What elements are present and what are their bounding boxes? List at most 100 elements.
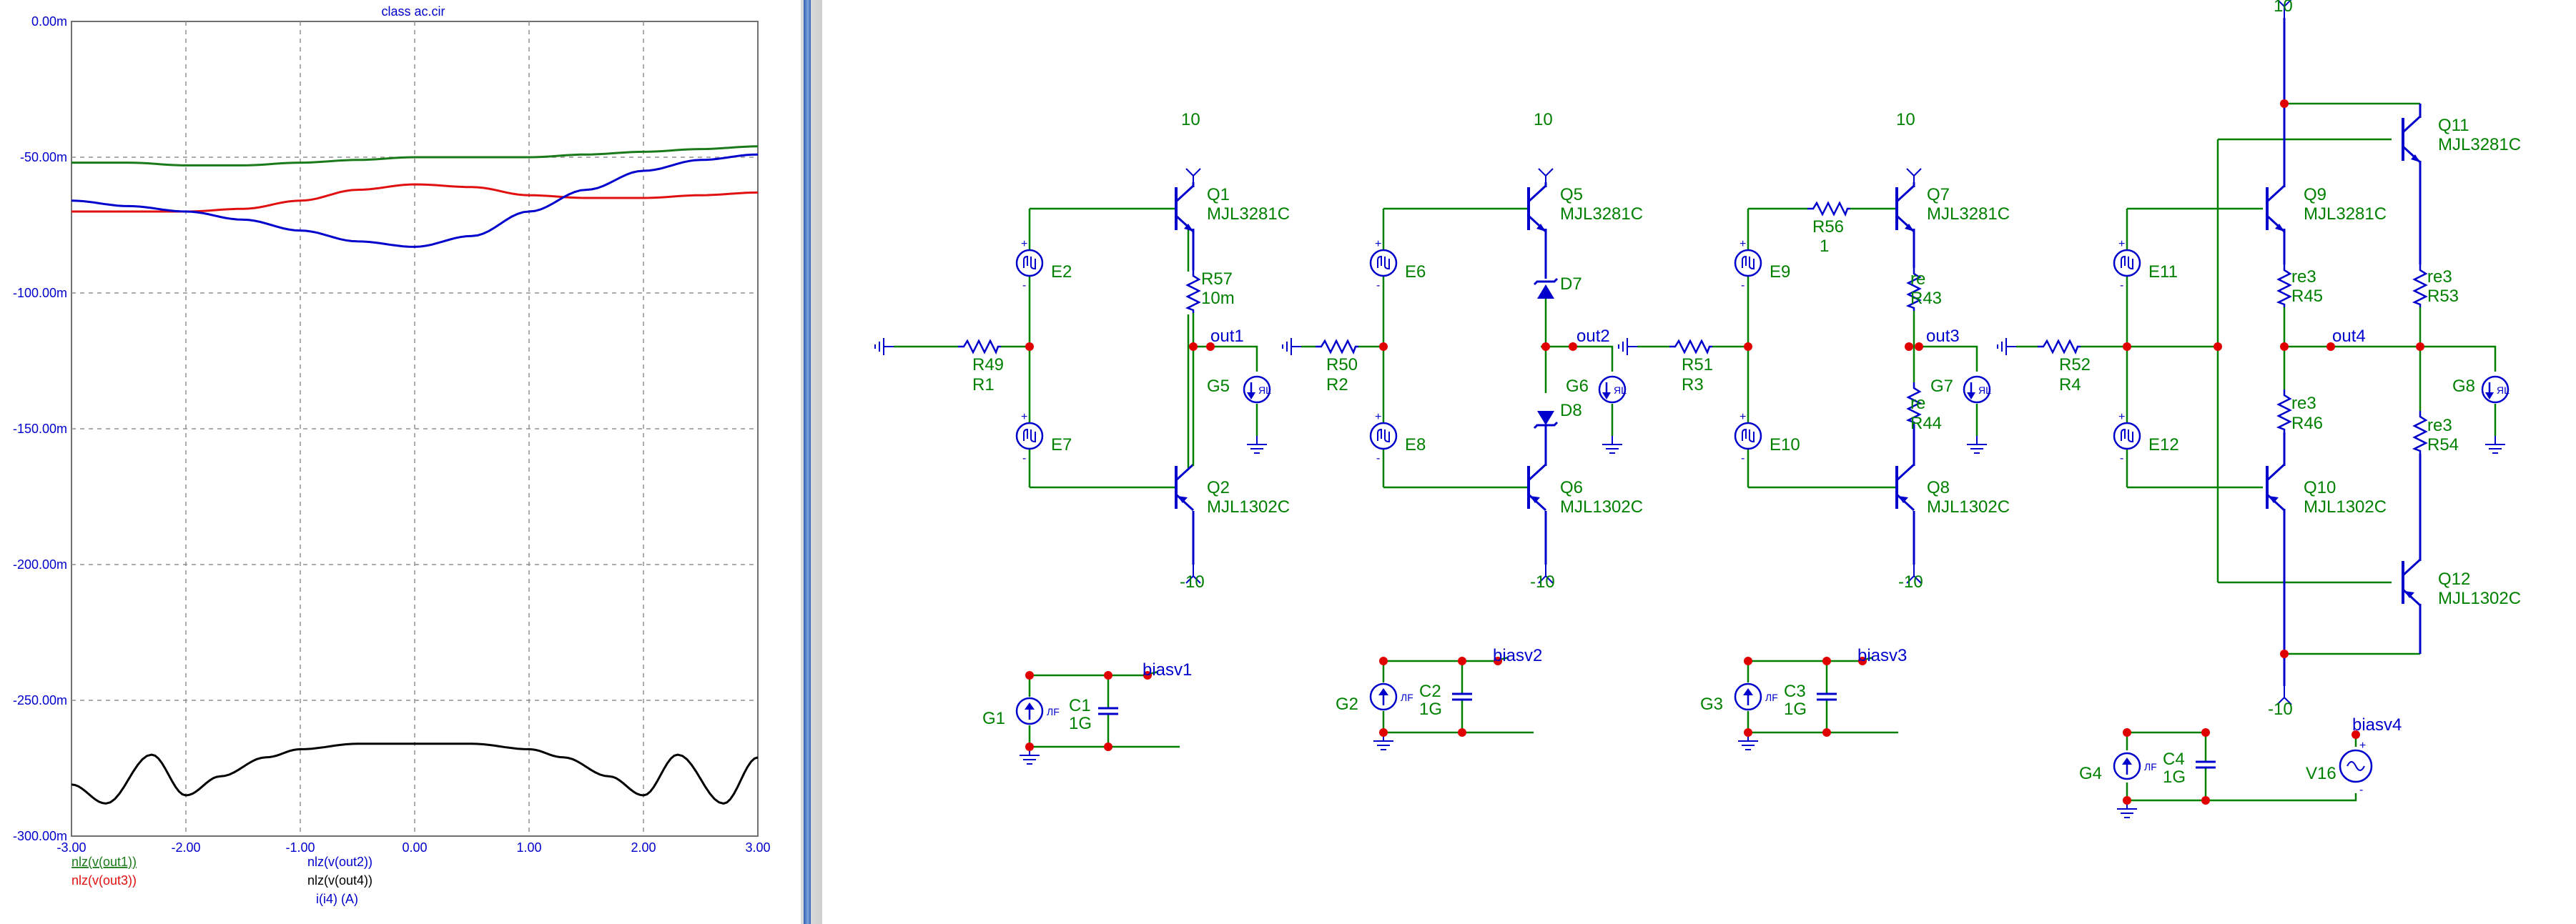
g8-source[interactable] — [2481, 375, 2511, 404]
r53-resistor[interactable] — [2413, 263, 2427, 309]
biasv1-label: biasv1 — [1143, 660, 1192, 680]
g2-source[interactable] — [1369, 682, 1414, 711]
c1-label: C1 — [1069, 696, 1091, 715]
vcc-rail-icon — [1185, 168, 1201, 188]
q1-transistor[interactable] — [1175, 184, 1195, 233]
r56-value: 1 — [1820, 237, 1829, 256]
r49-resistor[interactable] — [957, 339, 1002, 354]
g5-source[interactable] — [1243, 375, 1273, 404]
c4-label: C4 — [2163, 750, 2185, 769]
q9-transistor[interactable] — [2266, 184, 2286, 233]
r2-label: R2 — [1326, 375, 1348, 394]
r46-re-label: re3 — [2291, 394, 2316, 413]
r45-label: R45 — [2291, 287, 2323, 306]
c2-value: 1G — [1419, 700, 1442, 719]
v16-label: V16 — [2306, 764, 2336, 783]
r46-resistor[interactable] — [2277, 388, 2291, 434]
r52-resistor[interactable] — [2036, 339, 2082, 354]
r3-label: R3 — [1682, 375, 1704, 394]
q12-label: Q12 — [2438, 570, 2470, 589]
c1-capacitor[interactable] — [1097, 707, 1120, 715]
c2-capacitor[interactable] — [1451, 692, 1474, 701]
pane-splitter[interactable] — [801, 0, 822, 924]
g6-source[interactable] — [1598, 375, 1628, 404]
q8-transistor[interactable] — [1895, 463, 1915, 512]
grid-lines — [71, 21, 758, 836]
y-tick-label: 0.00m — [31, 14, 67, 29]
ground-icon — [1246, 435, 1268, 454]
legend: nlz(v(out1)) nlz(v(out3)) nlz(v(out2)) n… — [71, 855, 372, 906]
ground-icon — [2484, 435, 2506, 454]
r57-label: R57 — [1201, 269, 1233, 289]
schematic-pane[interactable]: + - ЯL ЛF — [822, 0, 2576, 924]
d8-diode[interactable] — [1533, 411, 1559, 466]
r1-label: R1 — [972, 375, 995, 394]
r56-resistor[interactable] — [1806, 202, 1852, 216]
r54-resistor[interactable] — [2413, 409, 2427, 455]
q2-model: MJL1302C — [1207, 497, 1290, 517]
q7-transistor[interactable] — [1895, 184, 1915, 233]
e12-label: E12 — [2148, 435, 2179, 454]
svg-text:+: + — [2359, 740, 2366, 752]
stage-3-wires — [1637, 207, 1978, 489]
q1-label: Q1 — [1207, 185, 1230, 204]
stage-1-wires — [894, 207, 1258, 489]
q9-rail-label: 10 — [2274, 0, 2293, 16]
r45-resistor[interactable] — [2277, 263, 2291, 309]
x-tick-label: -1.00 — [285, 840, 315, 855]
r45-re-label: re3 — [2291, 267, 2316, 287]
r51-resistor[interactable] — [1668, 339, 1714, 354]
g4-source[interactable] — [2113, 752, 2158, 780]
q10-transistor[interactable] — [2266, 463, 2286, 512]
q2-rail-label: -10 — [1180, 572, 1205, 592]
series-line-2 — [71, 153, 759, 248]
v16-source[interactable]: + - — [2339, 740, 2373, 796]
d7-label: D7 — [1560, 274, 1582, 294]
stage-4: 10 Q11 MJL3281C Q9 MJL3281C re3 R45 re3 … — [1997, 0, 2521, 719]
q7-label: Q7 — [1927, 185, 1950, 204]
x-tick-label: -3.00 — [56, 840, 86, 855]
g7-label: G7 — [1930, 377, 1953, 396]
q6-rail-label: -10 — [1530, 572, 1555, 592]
stage-3: 10 R56 1 Q7 MJL3281C re R43 re R44 E9 E1… — [1618, 110, 2010, 592]
stage-2: 10 Q5 MJL3281C D7 D8 E6 E8 R50 R2 Q6 MJL… — [1282, 110, 1643, 592]
series-line-0 — [71, 145, 759, 167]
y-tick-label: -150.00m — [13, 422, 67, 436]
q11-transistor[interactable] — [2402, 115, 2422, 164]
r46-label: R46 — [2291, 414, 2323, 433]
q2-transistor[interactable] — [1175, 463, 1195, 512]
junction-dots — [1744, 342, 1923, 351]
c3-capacitor[interactable] — [1815, 692, 1838, 701]
y-tick-label: -100.00m — [13, 286, 67, 300]
legend-out4: nlz(v(out4)) — [307, 873, 372, 888]
stage-2-wires — [1301, 207, 1614, 489]
r50-resistor[interactable] — [1314, 339, 1360, 354]
c1-value: 1G — [1069, 714, 1092, 733]
ground-icon — [1282, 337, 1302, 356]
g7-source[interactable] — [1963, 375, 1993, 404]
d7-diode[interactable] — [1533, 277, 1559, 393]
c4-capacitor[interactable] — [2194, 760, 2217, 769]
c3-label: C3 — [1784, 682, 1806, 701]
r52-label: R52 — [2059, 355, 2091, 374]
q5-transistor[interactable] — [1527, 184, 1547, 233]
q6-transistor[interactable] — [1527, 463, 1547, 512]
bias-network-4: + - G4 C4 1G V16 biasv4 — [2079, 715, 2402, 818]
q6-label: Q6 — [1560, 478, 1583, 497]
g3-source[interactable] — [1734, 682, 1779, 711]
e7-label: E7 — [1051, 435, 1072, 454]
q1-rail-label: 10 — [1181, 110, 1200, 129]
schematic-canvas[interactable]: + - ЯL ЛF — [822, 0, 2576, 924]
out4-label: out4 — [2332, 327, 2366, 346]
r54-label: R54 — [2427, 435, 2459, 454]
q12-transistor[interactable] — [2402, 558, 2422, 607]
q11-label: Q11 — [2438, 116, 2469, 135]
junction-dots — [1379, 342, 1577, 351]
g1-source[interactable] — [1015, 697, 1060, 725]
q9-model: MJL3281C — [2304, 204, 2387, 224]
r57-resistor[interactable] — [1186, 269, 1200, 314]
legend-out3: nlz(v(out3)) — [71, 873, 137, 888]
x-tick-label: 1.00 — [516, 840, 541, 855]
